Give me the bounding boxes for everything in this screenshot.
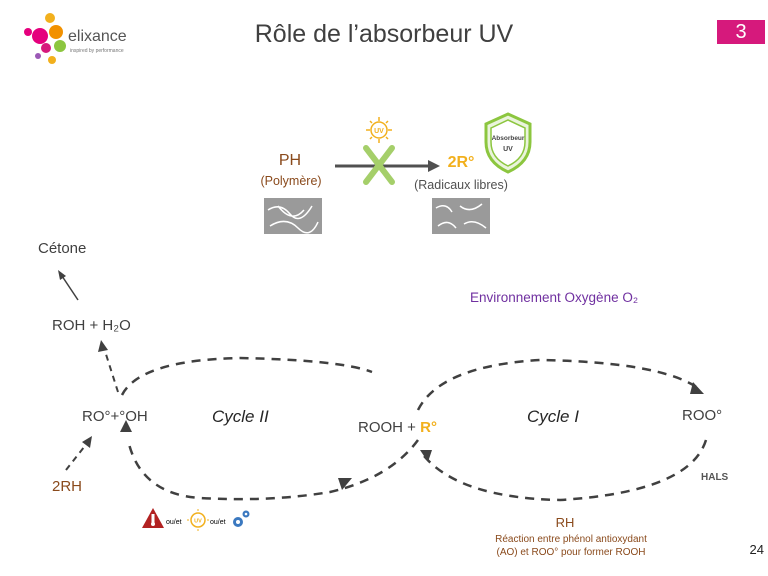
shield-label-line2: UV [503, 146, 513, 153]
rooh-r-label: ROOH + R° [358, 419, 437, 436]
arrow-to-roh [98, 340, 119, 393]
product-description: (Radicaux libres) [414, 178, 508, 192]
gears-icon [233, 510, 250, 527]
ro-arrowhead [120, 420, 132, 432]
cycle-one-arrowhead-bottom [420, 450, 432, 462]
rooh-text: ROOH + [358, 419, 421, 436]
reactant-description: (Polymère) [260, 174, 322, 188]
uv-sun-icon: UV [366, 117, 392, 143]
logo-graphic: elixance inspired by performance [24, 13, 127, 64]
section-badge: 3 [717, 20, 765, 44]
reactant-ph: PH [278, 152, 302, 169]
uv-badge-label: UV [374, 128, 384, 135]
or-and-label-1: ou/et [166, 519, 182, 526]
r-radical-text: R° [420, 419, 437, 436]
elixance-logo: elixance inspired by performance [10, 8, 150, 78]
product-free-radicals: 2R° [447, 154, 475, 171]
arrow-to-cetone [58, 270, 79, 301]
shield-label-line1: Absorbeur [492, 135, 525, 142]
polymer-chain-image [264, 198, 322, 234]
cycle-one-label: Cycle I [527, 407, 579, 426]
cetone-label: Cétone [38, 240, 87, 257]
uv-absorber-shield-icon: Absorbeur UV [484, 112, 532, 174]
cycle-two-path [120, 356, 420, 501]
rh-description: Réaction entre phénol antioxydant (AO) e… [476, 533, 666, 559]
page-number: 24 [749, 542, 764, 557]
hals-label: HALS [701, 472, 729, 483]
uv-small-label: UV [194, 519, 202, 525]
rh-left-label: 2RH [52, 478, 83, 495]
logo-tagline: inspired by performance [70, 48, 124, 54]
uv-sun-small-icon: UV [187, 509, 209, 531]
rh-description-line2: (AO) et ROO° pour former ROOH [496, 547, 646, 558]
cycle-two-label: Cycle II [212, 407, 269, 426]
slide-title: Rôle de l’absorbeur UV [254, 20, 514, 48]
cycle-two-arrowhead [338, 478, 352, 490]
cycle-one-arrowhead-top [690, 382, 704, 394]
roh-h2o-label: ROH + H₂O [52, 317, 131, 334]
ro-oh-label: RO°+°OH [82, 408, 148, 425]
reaction-arrow [335, 160, 440, 172]
blocked-cross-icon [363, 145, 395, 185]
logo-wordmark: elixance [68, 28, 127, 45]
rh-description-line1: Réaction entre phénol antioxydant [495, 534, 647, 545]
free-radicals-image [432, 198, 490, 234]
arrow-from-2rh [65, 436, 92, 471]
heat-warning-icon [142, 508, 164, 528]
environment-oxygen-label: Environnement Oxygène O₂ [470, 290, 639, 305]
or-and-label-2: ou/et [210, 519, 226, 526]
roo-label: ROO° [682, 407, 723, 424]
cycle-one-path [416, 358, 708, 502]
rh-bottom-label: RH [555, 515, 575, 530]
